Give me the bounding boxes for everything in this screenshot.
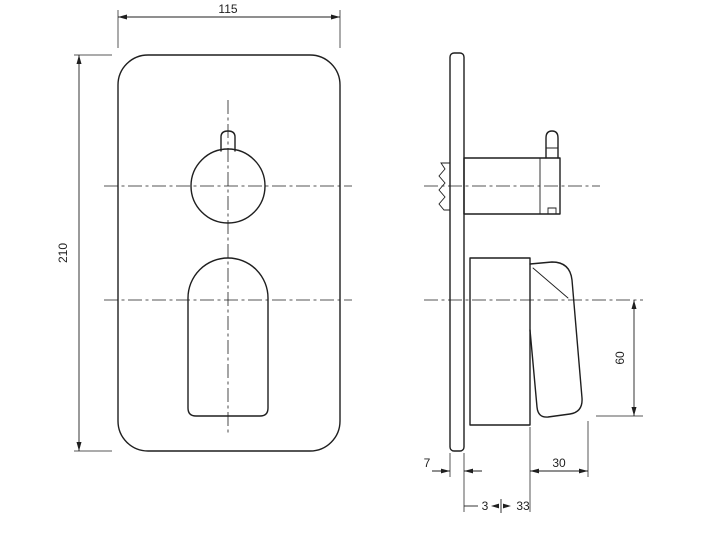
dim-label-lever-depth: 30: [552, 456, 566, 470]
arrowhead-bottom: [76, 442, 82, 451]
front-centerlines: [104, 100, 352, 434]
diverter-stem-side: [545, 130, 559, 159]
dim-plate-height: 210: [56, 54, 112, 452]
dim-label-plate-width: 115: [218, 2, 237, 16]
dim-handle-drop: 60: [596, 300, 643, 417]
handle-body-side: [469, 257, 531, 426]
arrowhead-top: [631, 300, 637, 309]
handle-lever-side: [529, 261, 583, 418]
diverter-stem-front: [220, 130, 236, 152]
side-centerlines: [424, 185, 643, 301]
arrowhead-left: [464, 468, 473, 474]
dim-plate-thickness: 7: [424, 456, 482, 474]
dim-label-body-depth: 33: [516, 499, 530, 513]
plate-outline-side: [449, 52, 465, 452]
arrowhead-left: [118, 14, 127, 20]
arrowhead-bottom: [631, 407, 637, 416]
diverter-body-side: [463, 157, 561, 215]
dim-plate-width: 115: [117, 2, 341, 48]
bottom-extension-lines: [449, 421, 589, 512]
dimensions: 115 210 60: [56, 2, 643, 513]
dim-label-plate-height: 210: [56, 243, 70, 263]
dim-gap-body-depth: 3 33: [464, 499, 530, 513]
dim-label-handle-drop: 60: [613, 351, 627, 365]
arrowhead-right: [579, 468, 588, 474]
arrowhead-top: [76, 55, 82, 64]
dim-label-plate-thickness: 7: [424, 456, 431, 470]
plate-outline-front: [117, 54, 341, 452]
front-view: [104, 54, 352, 452]
dim-lever-depth: 30: [530, 456, 588, 474]
diverter-knob-front: [190, 148, 266, 224]
arrowhead-left: [530, 468, 539, 474]
handle-outline-front: [187, 257, 269, 417]
arrowhead-left: [491, 503, 499, 509]
lever-crease-line: [532, 267, 569, 299]
arrowhead-right: [331, 14, 340, 20]
arrowhead-right: [503, 503, 511, 509]
dim-label-gap: 3: [482, 499, 489, 513]
arrowhead-right: [441, 468, 450, 474]
concealed-cartridge-side: [438, 162, 451, 211]
side-view: [424, 52, 643, 452]
diverter-clip-detail: [547, 207, 557, 215]
